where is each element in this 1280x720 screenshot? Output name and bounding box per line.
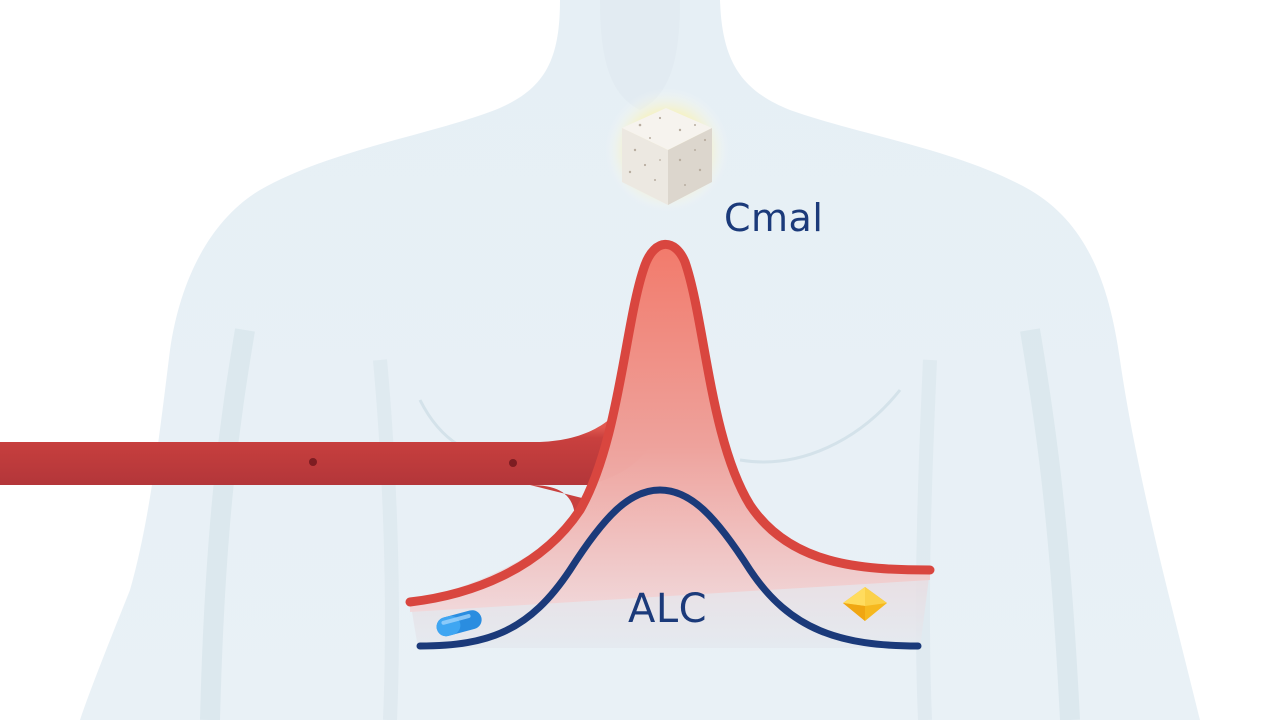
peak-concentration-label: Cmal (724, 196, 824, 240)
red-concentration-curve (405, 239, 935, 612)
area-under-curve-label: ALC (628, 586, 708, 632)
sugar-cube-icon (605, 88, 729, 212)
capsule-icon (436, 610, 482, 637)
blue-concentration-curve (416, 486, 922, 650)
vessel-dot (509, 459, 517, 467)
gem-icon (843, 587, 887, 621)
vessel-dot (309, 458, 317, 466)
